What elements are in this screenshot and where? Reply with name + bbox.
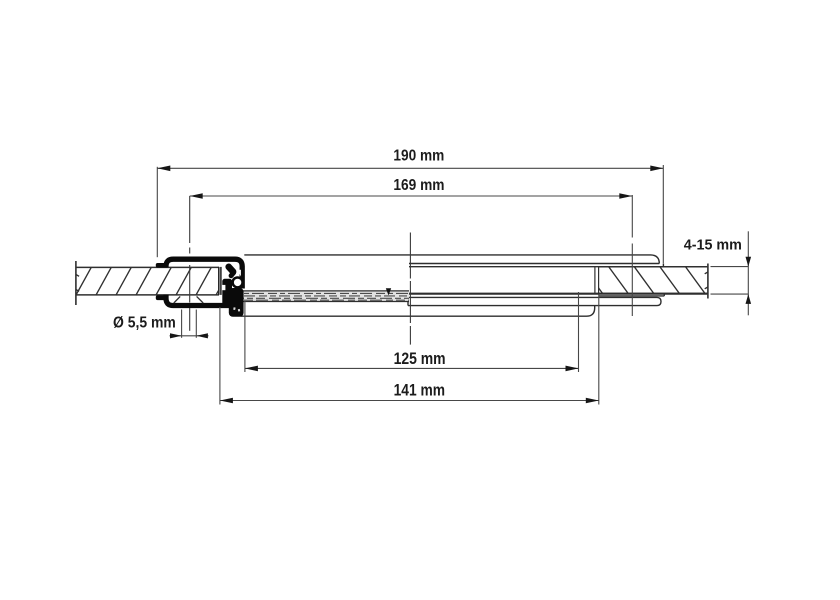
svg-text:169 mm: 169 mm [393,177,444,194]
svg-text:4-15 mm: 4-15 mm [684,236,742,253]
svg-text:190 mm: 190 mm [393,147,444,164]
svg-text:125 mm: 125 mm [394,349,446,368]
svg-text:141 mm: 141 mm [394,381,445,400]
svg-text:Ø 5,5 mm: Ø 5,5 mm [113,315,176,332]
